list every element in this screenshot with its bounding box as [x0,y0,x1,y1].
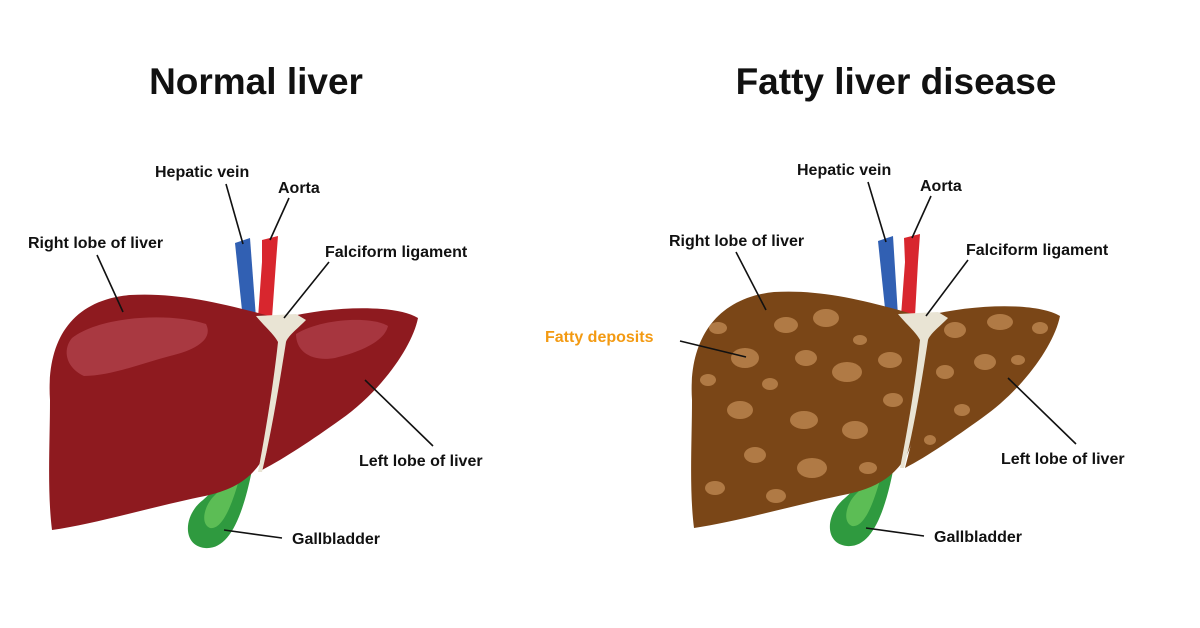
fatty-deposit [700,374,716,386]
label-hepatic-vein: Hepatic vein [155,164,249,181]
fatty-liver-title: Fatty liver disease [736,61,1057,102]
label-falciform-ligament: Falciform ligament [325,244,468,261]
falciform-ligament [898,312,948,468]
aorta [901,234,920,316]
normal-liver-panel: Normal liver Hepatic vein Aort [28,61,483,549]
left-lobe [905,306,1060,468]
label-left-lobe: Left lobe of liver [359,453,483,470]
gallbladder-highlight [204,475,240,529]
fatty-deposit [762,378,778,390]
label-left-lobe: Left lobe of liver [1001,451,1125,468]
label-right-lobe: Right lobe of liver [28,235,163,252]
leader-falciform [925,259,969,317]
leader-aorta [911,195,932,239]
leader-fatty-deposits [679,340,747,358]
hepatic-vein [878,236,898,318]
leader-hepatic-vein [867,181,887,243]
normal-liver-illustration [49,236,418,549]
label-aorta: Aorta [278,180,320,197]
fatty-deposit [832,362,862,382]
label-gallbladder: Gallbladder [934,529,1022,546]
leader-aorta [269,197,290,241]
fatty-deposit [709,322,727,334]
fatty-deposit [954,404,970,416]
fatty-deposit [987,314,1013,330]
aorta [258,236,278,318]
fatty-deposit [797,458,827,478]
label-gallbladder: Gallbladder [292,531,380,548]
left-lobe-highlight [296,319,388,359]
fatty-deposit [974,354,996,370]
fatty-deposit [859,462,877,474]
fatty-liver-illustration [691,234,1060,547]
leader-gallbladder [865,527,925,537]
fatty-deposit [727,401,753,419]
fatty-deposit [774,317,798,333]
label-hepatic-vein: Hepatic vein [797,162,891,179]
normal-liver-title: Normal liver [149,61,363,102]
leader-left-lobe [364,379,434,447]
label-falciform-ligament: Falciform ligament [966,242,1109,259]
fatty-deposit [936,365,954,379]
fatty-deposit [813,309,839,327]
hepatic-vein [235,238,256,320]
leader-falciform [283,261,330,319]
fatty-deposit [924,435,936,445]
fatty-deposit [790,411,818,429]
leader-left-lobe [1007,377,1077,445]
label-fatty-deposits: Fatty deposits [545,329,654,346]
fatty-deposit [744,447,766,463]
leader-right-lobe [735,251,767,311]
fatty-deposit [842,421,868,439]
fatty-deposit [731,348,759,368]
label-right-lobe: Right lobe of liver [669,233,804,250]
leader-gallbladder [223,529,283,539]
fatty-deposit [766,489,786,503]
fatty-deposit [878,352,902,368]
fatty-deposit [883,393,903,407]
falciform-ligament [256,314,306,472]
fatty-deposit [1011,355,1025,365]
leader-right-lobe [96,254,124,313]
fatty-deposit [1032,322,1048,334]
leader-hepatic-vein [225,183,244,245]
fatty-deposit [853,335,867,345]
fatty-deposit [705,481,725,495]
fatty-deposits [700,309,1048,503]
fatty-deposit [795,350,817,366]
fatty-liver-panel: Fatty liver disease [545,61,1125,547]
right-lobe-highlight [66,317,208,376]
fatty-deposit [944,322,966,338]
label-aorta: Aorta [920,178,962,195]
